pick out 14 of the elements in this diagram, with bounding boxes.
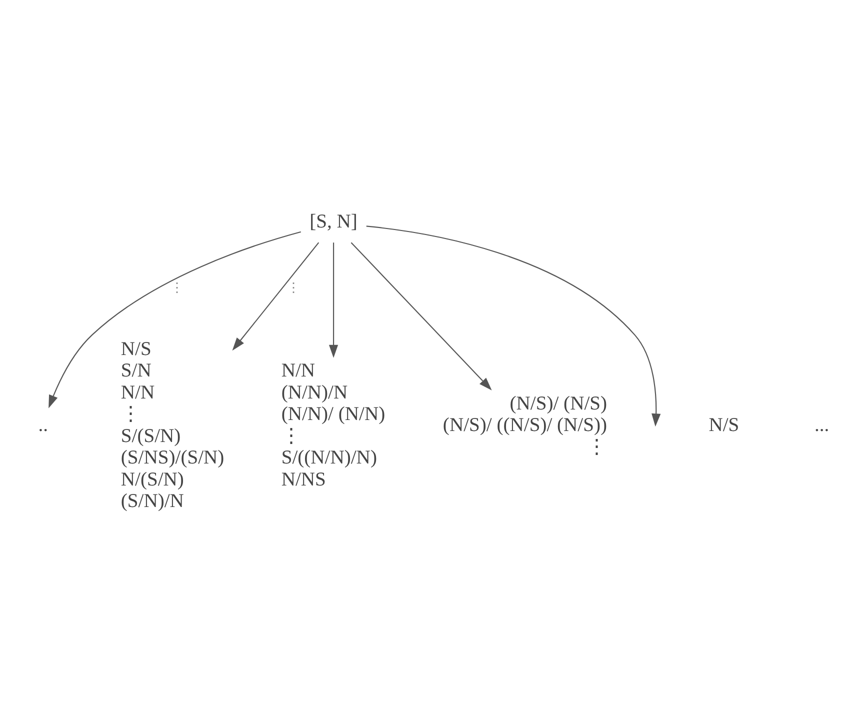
label: N/S xyxy=(708,415,739,436)
arrow xyxy=(366,226,660,427)
node-text: (N/S)/ (N/S) (N/S)/ ((N/S)/ (N/S)) ⋮ xyxy=(442,393,607,458)
edge-label: ⋮ xyxy=(286,280,300,296)
arrow xyxy=(232,242,319,351)
arrow xyxy=(328,242,338,358)
arrow xyxy=(48,231,301,408)
node-text: N/S S/N N/N ⋮ S/(S/N) (S/NS)/(S/N) N/(S/N) (S/N)/N xyxy=(120,338,224,512)
edge-label: ⋮ xyxy=(170,280,183,296)
node-text: .. xyxy=(38,415,48,436)
node-text: [S, N] xyxy=(309,212,357,233)
label: ... xyxy=(814,415,829,436)
node-text: N/N (N/N)/N (N/N)/ (N/N) ⋮ S/((N/N)/N) N/NS xyxy=(280,360,385,490)
arrow xyxy=(350,242,492,390)
